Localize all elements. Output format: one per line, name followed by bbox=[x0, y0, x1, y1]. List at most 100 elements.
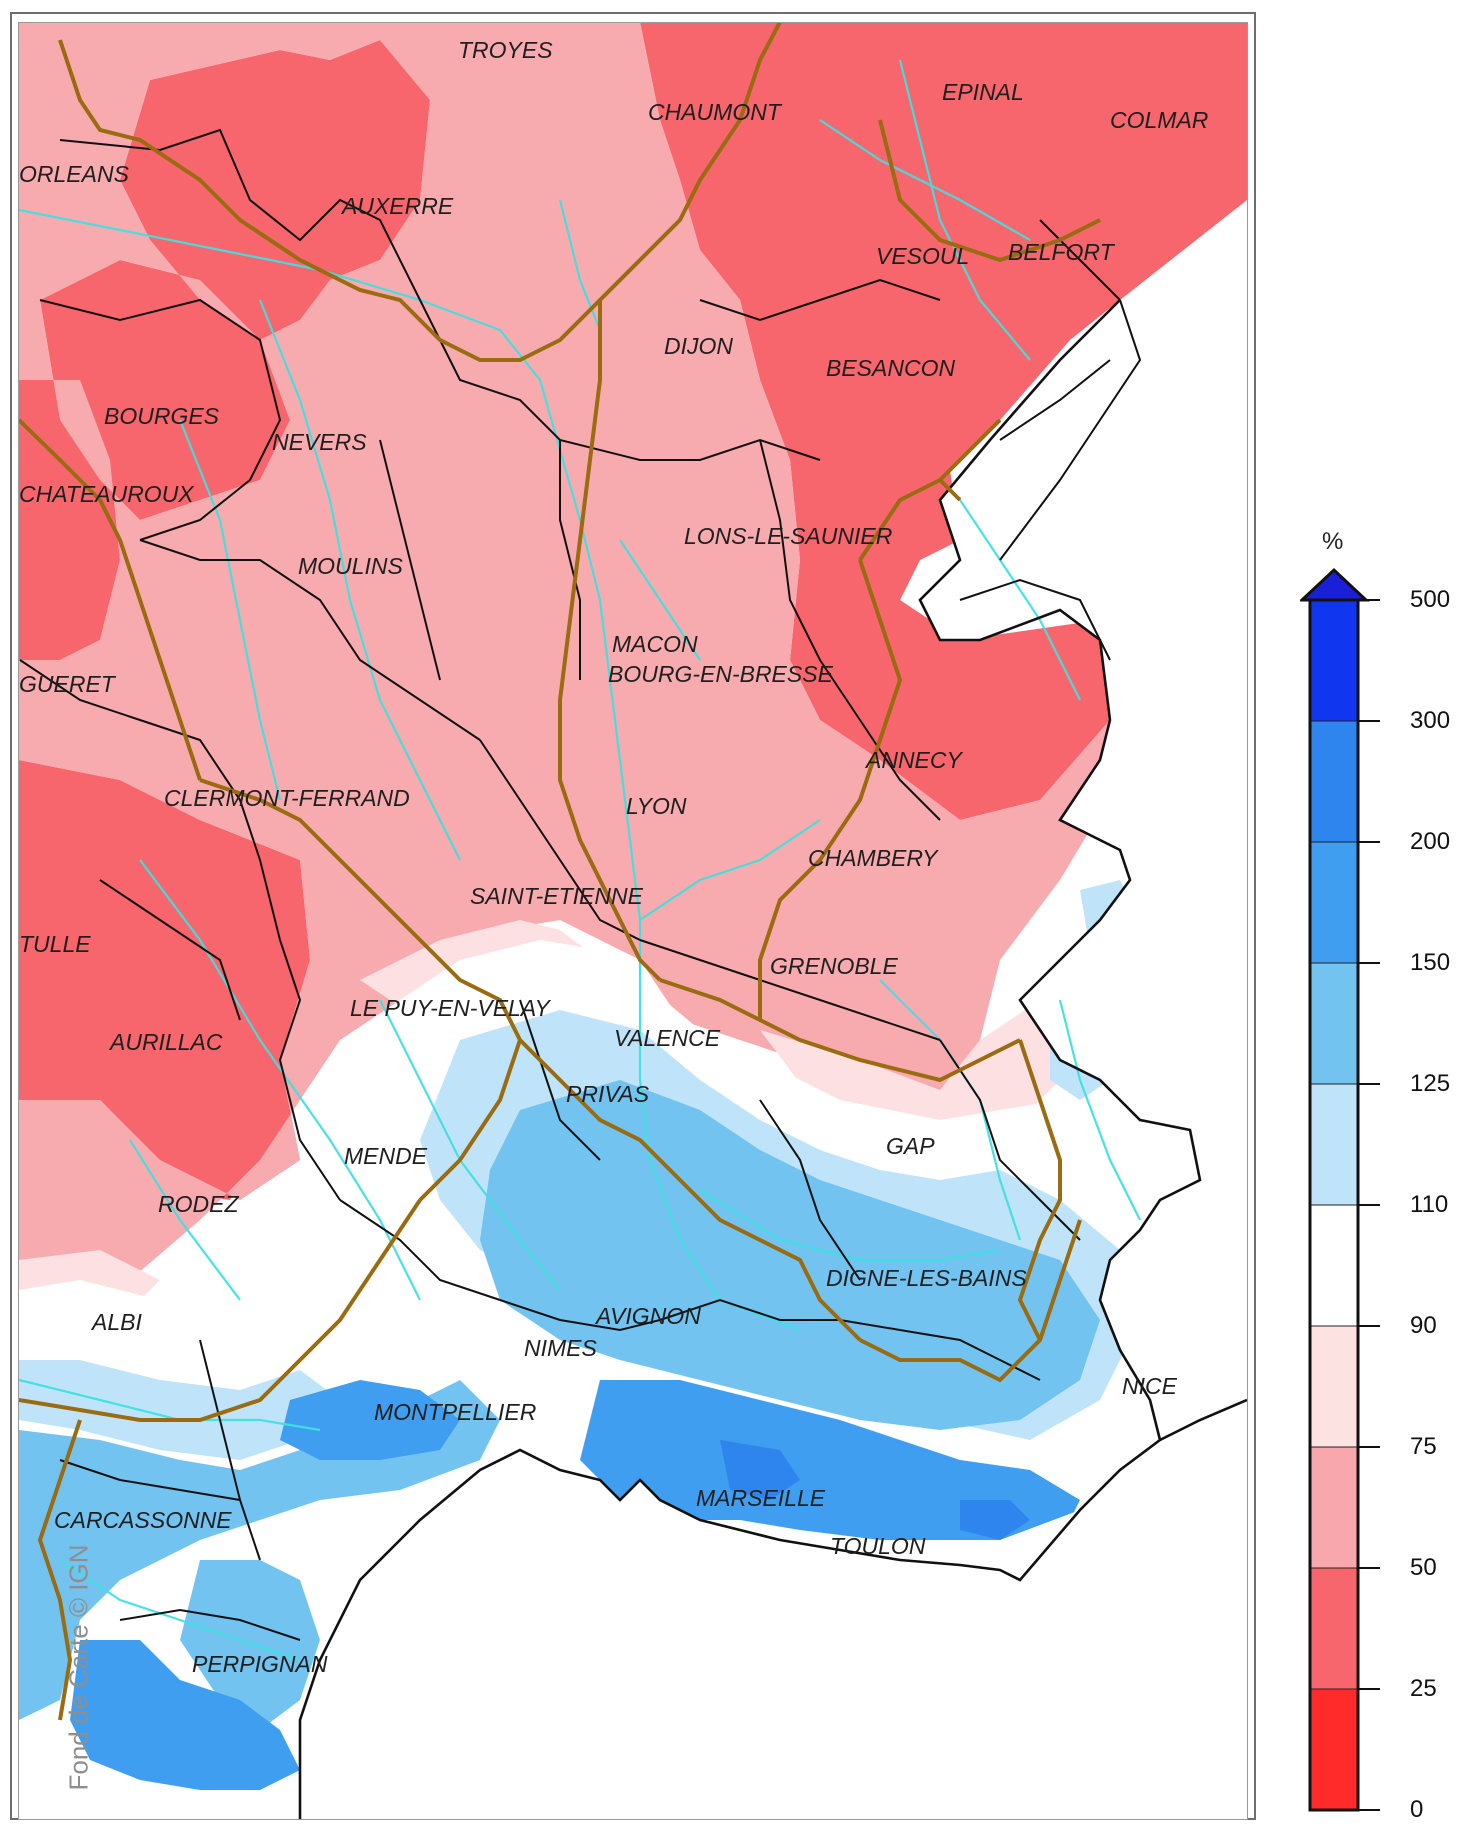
legend-tick-label: 125 bbox=[1410, 1070, 1451, 1097]
region-borders bbox=[19, 23, 1101, 1721]
surplus-very-strong-zones bbox=[720, 1440, 1030, 1540]
city-name: DIGNE-LES-BAINS bbox=[826, 1265, 1027, 1291]
city-label: NIMES bbox=[524, 1335, 598, 1361]
city-label: MONTPELLIER bbox=[374, 1399, 536, 1425]
legend-color-swatch bbox=[1309, 599, 1359, 722]
city-name: GRENOBLE bbox=[770, 953, 898, 979]
city-label: TROYES bbox=[458, 37, 553, 63]
city-name: BOURG-EN-BRESSE bbox=[608, 661, 834, 687]
legend-color-swatch bbox=[1309, 1083, 1359, 1206]
city-label: DIGNE-LES-BAINS bbox=[826, 1265, 1027, 1291]
city-label: RODEZ bbox=[158, 1191, 239, 1217]
surplus-strong-zones bbox=[70, 1380, 1080, 1790]
legend-tick-label: 150 bbox=[1410, 949, 1451, 976]
city-label: NICE bbox=[1122, 1373, 1178, 1399]
city-name: MARSEILLE bbox=[696, 1485, 826, 1511]
color-legend bbox=[1300, 567, 1380, 1812]
city-label: ORLEANS bbox=[19, 161, 130, 187]
legend-color-swatch bbox=[1309, 720, 1359, 843]
city-label: VALENCE bbox=[614, 1025, 721, 1051]
city-name: BOURGES bbox=[104, 403, 220, 429]
legend-tick-label: 300 bbox=[1410, 707, 1451, 734]
city-name: MONTPELLIER bbox=[374, 1399, 536, 1425]
legend-tick-label: 75 bbox=[1410, 1433, 1437, 1460]
legend-tick-label: 110 bbox=[1410, 1191, 1449, 1218]
legend-color-swatch bbox=[1309, 1688, 1359, 1811]
city-name: CHATEAUROUX bbox=[19, 481, 195, 507]
city-name: LE PUY-EN-VELAY bbox=[350, 995, 551, 1021]
city-labels: TROYES CHAUMONT EPINAL COLMAR ORLEANS AUXERRE… bbox=[19, 37, 1208, 1677]
city-label: AUXERRE bbox=[340, 193, 454, 219]
city-label: TOULON bbox=[830, 1533, 926, 1559]
city-name: DIJON bbox=[664, 333, 733, 359]
city-name: TULLE bbox=[19, 931, 91, 957]
city-label: ANNECY bbox=[864, 747, 964, 773]
city-label: GAP bbox=[886, 1133, 935, 1159]
city-name: TROYES bbox=[458, 37, 553, 63]
city-name: CHAMBERY bbox=[808, 845, 939, 871]
city-label: PRIVAS bbox=[566, 1081, 650, 1107]
city-name: COLMAR bbox=[1110, 107, 1208, 133]
city-label: GUERET bbox=[19, 671, 117, 697]
city-name: LYON bbox=[626, 793, 687, 819]
city-label: CARCASSONNE bbox=[54, 1507, 232, 1533]
legend-color-swatch bbox=[1309, 962, 1359, 1085]
legend-color-swatch bbox=[1309, 1567, 1359, 1690]
city-name: CARCASSONNE bbox=[54, 1507, 232, 1533]
city-name: CHAUMONT bbox=[648, 99, 783, 125]
legend-color-swatch bbox=[1309, 841, 1359, 964]
city-name: NICE bbox=[1122, 1373, 1178, 1399]
city-label: VESOUL bbox=[876, 243, 969, 269]
city-name: MENDE bbox=[344, 1143, 428, 1169]
city-label: BESANCON bbox=[826, 355, 955, 381]
legend-tick-label: 0 bbox=[1410, 1796, 1424, 1823]
city-label: COLMAR bbox=[1110, 107, 1208, 133]
legend-color-swatch bbox=[1309, 1204, 1359, 1327]
city-name: PERPIGNAN bbox=[192, 1651, 328, 1677]
map-credit: Fond de Carte © IGN bbox=[63, 1544, 94, 1791]
legend-color-swatch bbox=[1309, 1446, 1359, 1569]
map-inner-frame bbox=[18, 22, 1248, 1820]
city-label: AVIGNON bbox=[594, 1303, 701, 1329]
legend-tick-label: 90 bbox=[1410, 1312, 1437, 1339]
city-name: AURILLAC bbox=[108, 1029, 223, 1055]
city-label: MOULINS bbox=[298, 553, 403, 579]
city-label: SAINT-ETIENNE bbox=[470, 883, 644, 909]
city-name: GUERET bbox=[19, 671, 117, 697]
legend-tick-label: 50 bbox=[1410, 1554, 1437, 1581]
outside-country-area-2 bbox=[1120, 200, 1247, 300]
legend-tick-label: 500 bbox=[1410, 586, 1451, 613]
city-name: MACON bbox=[612, 631, 698, 657]
city-name: MOULINS bbox=[298, 553, 403, 579]
legend-overflow-arrow bbox=[1300, 567, 1370, 602]
city-name: NIMES bbox=[524, 1335, 598, 1361]
city-label: BELFORT bbox=[1008, 239, 1116, 265]
outside-country-area bbox=[920, 300, 1247, 1440]
city-name: AUXERRE bbox=[340, 193, 454, 219]
city-label: NEVERS bbox=[272, 429, 367, 455]
mediterranean-sea bbox=[300, 1400, 1247, 1819]
city-label: CLERMONT-FERRAND bbox=[164, 785, 410, 811]
city-name: LONS-LE-SAUNIER bbox=[684, 523, 892, 549]
city-name: PRIVAS bbox=[566, 1081, 650, 1107]
city-label: MACON bbox=[612, 631, 698, 657]
legend-color-swatch bbox=[1309, 1325, 1359, 1448]
legend-tick-label: 200 bbox=[1410, 828, 1451, 855]
city-label: CHATEAUROUX bbox=[19, 481, 195, 507]
city-name: NEVERS bbox=[272, 429, 367, 455]
city-label: DIJON bbox=[664, 333, 733, 359]
city-name: CLERMONT-FERRAND bbox=[164, 785, 410, 811]
city-name: TOULON bbox=[830, 1533, 926, 1559]
city-label: LE PUY-EN-VELAY bbox=[350, 995, 551, 1021]
legend-unit-label: % bbox=[1322, 528, 1344, 555]
city-name: RODEZ bbox=[158, 1191, 239, 1217]
city-label: MARSEILLE bbox=[696, 1485, 826, 1511]
city-label: PERPIGNAN bbox=[192, 1651, 328, 1677]
city-name: SAINT-ETIENNE bbox=[470, 883, 644, 909]
city-name: GAP bbox=[886, 1133, 935, 1159]
department-borders bbox=[19, 128, 1247, 1819]
legend-tick-label: 25 bbox=[1410, 1675, 1437, 1702]
city-label: BOURGES bbox=[104, 403, 220, 429]
city-label: EPINAL bbox=[942, 79, 1024, 105]
